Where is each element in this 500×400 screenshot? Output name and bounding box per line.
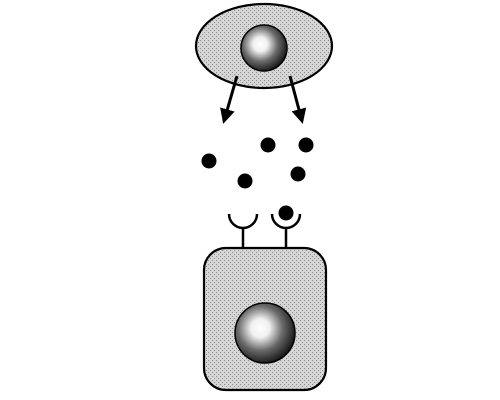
secretion-arrow-right <box>288 75 307 124</box>
signal-molecule <box>237 173 253 189</box>
signal-molecule <box>260 137 276 153</box>
signal-molecule <box>290 166 306 182</box>
receptors <box>227 205 302 248</box>
secreting-cell <box>194 2 334 90</box>
signal-molecule <box>201 153 217 169</box>
target-cell-nucleus <box>234 302 296 364</box>
target-cell <box>202 246 328 392</box>
signal-molecules <box>201 137 314 189</box>
signal-molecule <box>298 137 314 153</box>
secretion-arrow-left <box>220 75 239 124</box>
bound-signal-molecule <box>278 205 294 221</box>
secretion-arrows <box>220 75 307 124</box>
receptor-bound <box>270 205 302 248</box>
receptor-empty <box>227 213 259 248</box>
secreting-cell-nucleus <box>240 24 288 72</box>
